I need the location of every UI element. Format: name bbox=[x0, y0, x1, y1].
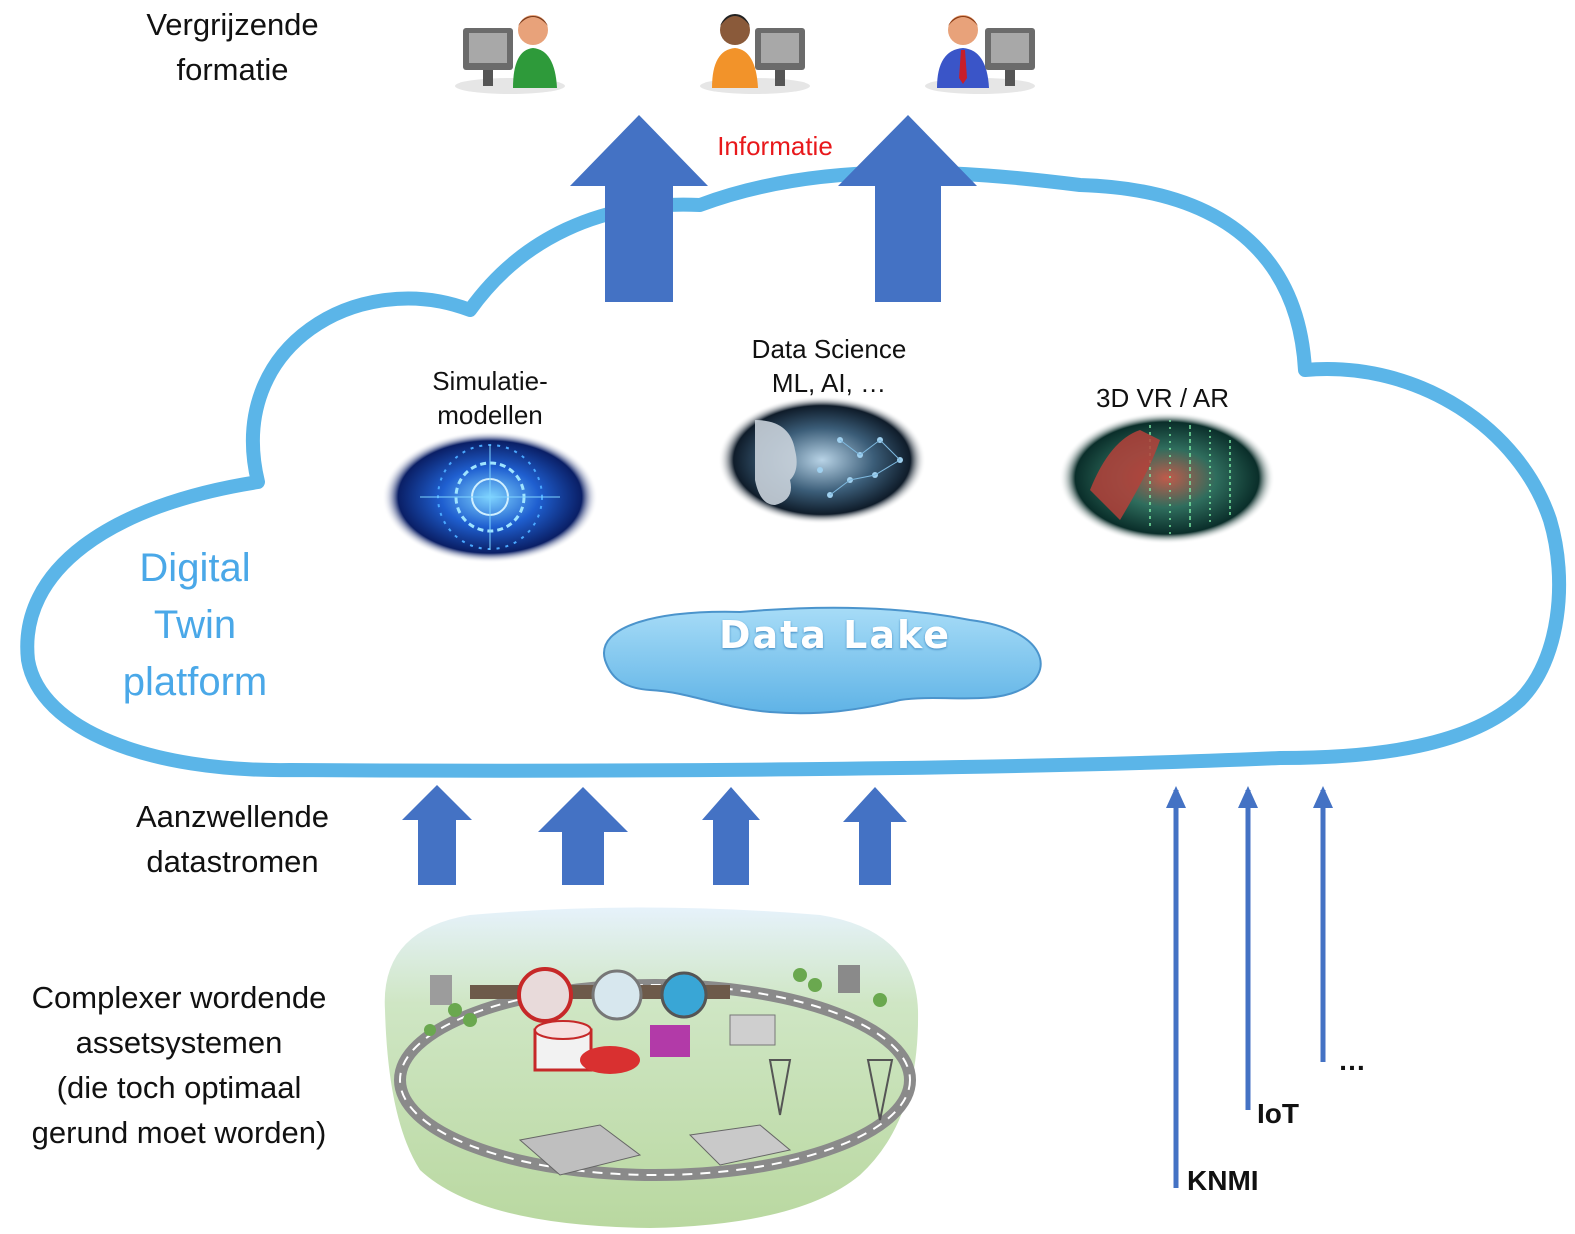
vr-ar-line1: 3D VR / AR bbox=[1096, 383, 1229, 413]
source-arrow-more bbox=[1313, 786, 1333, 1062]
data-science-line2: ML, AI, … bbox=[771, 368, 887, 398]
user-blue-icon bbox=[925, 15, 1035, 94]
digital-twin-platform-title: Digital Twin platform bbox=[90, 540, 300, 711]
data-lake-shape bbox=[602, 606, 1042, 715]
user-green-icon bbox=[455, 15, 565, 94]
assets-line3: (die toch optimaal bbox=[56, 1070, 302, 1105]
cloud-outline bbox=[20, 165, 1567, 778]
platform-line2: Twin bbox=[153, 603, 237, 647]
simulation-models-image bbox=[382, 431, 598, 563]
data-science-line1: Data Science bbox=[751, 334, 907, 364]
streams-line1: Aanzwellende bbox=[135, 799, 330, 834]
assets-line4: gerund moet worden) bbox=[31, 1115, 327, 1150]
source-arrow-iot bbox=[1238, 786, 1258, 1110]
stream-arrow-2 bbox=[538, 787, 628, 885]
information-label: Informatie bbox=[717, 131, 833, 161]
assets-line1: Complexer wordende bbox=[31, 980, 327, 1015]
stream-arrow-1 bbox=[402, 785, 472, 885]
stream-arrow-3 bbox=[702, 787, 760, 885]
streams-line2: datastromen bbox=[146, 844, 319, 879]
data-science-image bbox=[718, 396, 926, 524]
simulation-line1: Simulatie- bbox=[432, 366, 548, 396]
simulation-line2: modellen bbox=[437, 400, 543, 430]
data-science-label: Data Science ML, AI, … bbox=[720, 332, 938, 400]
asset-systems-label: Complexer wordende assetsystemen (die to… bbox=[0, 975, 358, 1155]
assets-line2: assetsystemen bbox=[75, 1025, 283, 1060]
aging-workforce-line1: Vergrijzende bbox=[146, 7, 319, 42]
source-iot-label: IoT bbox=[1257, 1098, 1299, 1129]
simulation-models-label: Simulatie- modellen bbox=[395, 364, 585, 432]
source-arrow-knmi bbox=[1166, 786, 1186, 1188]
stream-arrow-4 bbox=[843, 787, 907, 885]
platform-line1: Digital bbox=[139, 546, 251, 590]
user-orange-icon bbox=[700, 14, 810, 94]
growing-data-streams-label: Aanzwellende datastromen bbox=[100, 794, 365, 884]
aging-workforce-label: Vergrijzende formatie bbox=[100, 2, 365, 92]
source-knmi-label: KNMI bbox=[1187, 1165, 1259, 1196]
information-arrow-right bbox=[838, 115, 977, 302]
source-more-label: … bbox=[1338, 1045, 1366, 1076]
asset-system-illustration bbox=[384, 907, 919, 1228]
aging-workforce-line2: formatie bbox=[176, 52, 289, 87]
platform-line3: platform bbox=[122, 660, 268, 704]
data-lake-label: Data Lake bbox=[718, 613, 952, 657]
vr-ar-image bbox=[1059, 412, 1275, 544]
information-arrow-left bbox=[570, 115, 708, 302]
vr-ar-label: 3D VR / AR bbox=[1070, 381, 1255, 415]
